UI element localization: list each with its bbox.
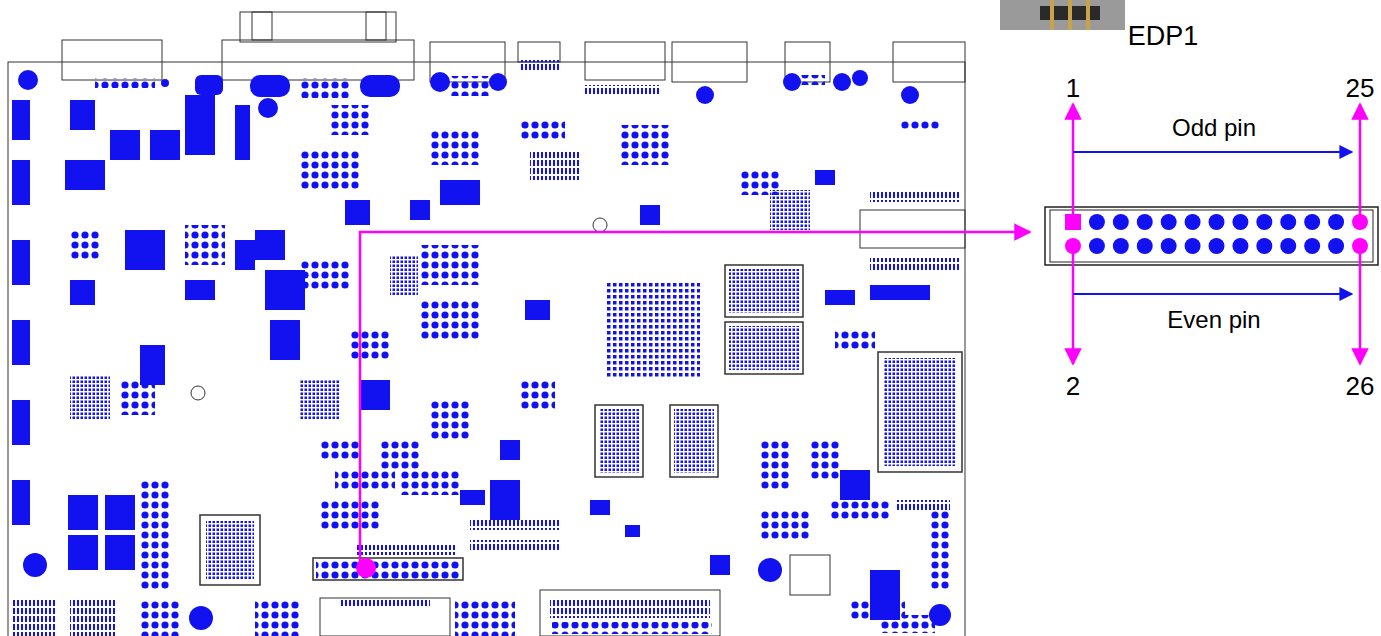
pin bbox=[1280, 214, 1296, 230]
direction-arrows bbox=[1073, 152, 1352, 294]
pin bbox=[1304, 238, 1320, 254]
pin bbox=[1185, 238, 1201, 254]
pin bbox=[1304, 214, 1320, 230]
pin-number: 25 bbox=[1346, 75, 1375, 101]
connector-closeup bbox=[1045, 207, 1378, 265]
pin bbox=[1137, 214, 1153, 230]
pin bbox=[1161, 238, 1177, 254]
pin bbox=[1352, 214, 1368, 230]
pin bbox=[1256, 238, 1272, 254]
pin bbox=[1161, 214, 1177, 230]
pin-number: 2 bbox=[1066, 373, 1080, 399]
pin bbox=[1328, 238, 1344, 254]
pin-row-label: Even pin bbox=[1167, 308, 1260, 332]
part-name: EDP1 bbox=[1128, 23, 1199, 50]
pin bbox=[1065, 238, 1081, 254]
pin bbox=[1113, 238, 1129, 254]
pin bbox=[1232, 214, 1248, 230]
pin bbox=[1280, 238, 1296, 254]
leader-line bbox=[356, 232, 1030, 578]
pin bbox=[1113, 214, 1129, 230]
pin bbox=[1328, 214, 1344, 230]
pin bbox=[1232, 238, 1248, 254]
pin bbox=[1089, 238, 1105, 254]
pin bbox=[1185, 214, 1201, 230]
pin-number: 26 bbox=[1346, 373, 1375, 399]
pin bbox=[1137, 238, 1153, 254]
board-outline bbox=[8, 62, 965, 636]
pin bbox=[1065, 214, 1081, 230]
pin-number: 1 bbox=[1066, 75, 1080, 101]
pin bbox=[1209, 214, 1225, 230]
pin bbox=[1089, 214, 1105, 230]
pin bbox=[1352, 238, 1368, 254]
pin bbox=[1209, 238, 1225, 254]
header-photo bbox=[1000, 0, 1125, 30]
pcb-components bbox=[12, 60, 962, 636]
pin-row-label: Odd pin bbox=[1172, 116, 1256, 140]
pin bbox=[1256, 214, 1272, 230]
pin-arrows bbox=[1073, 104, 1360, 364]
